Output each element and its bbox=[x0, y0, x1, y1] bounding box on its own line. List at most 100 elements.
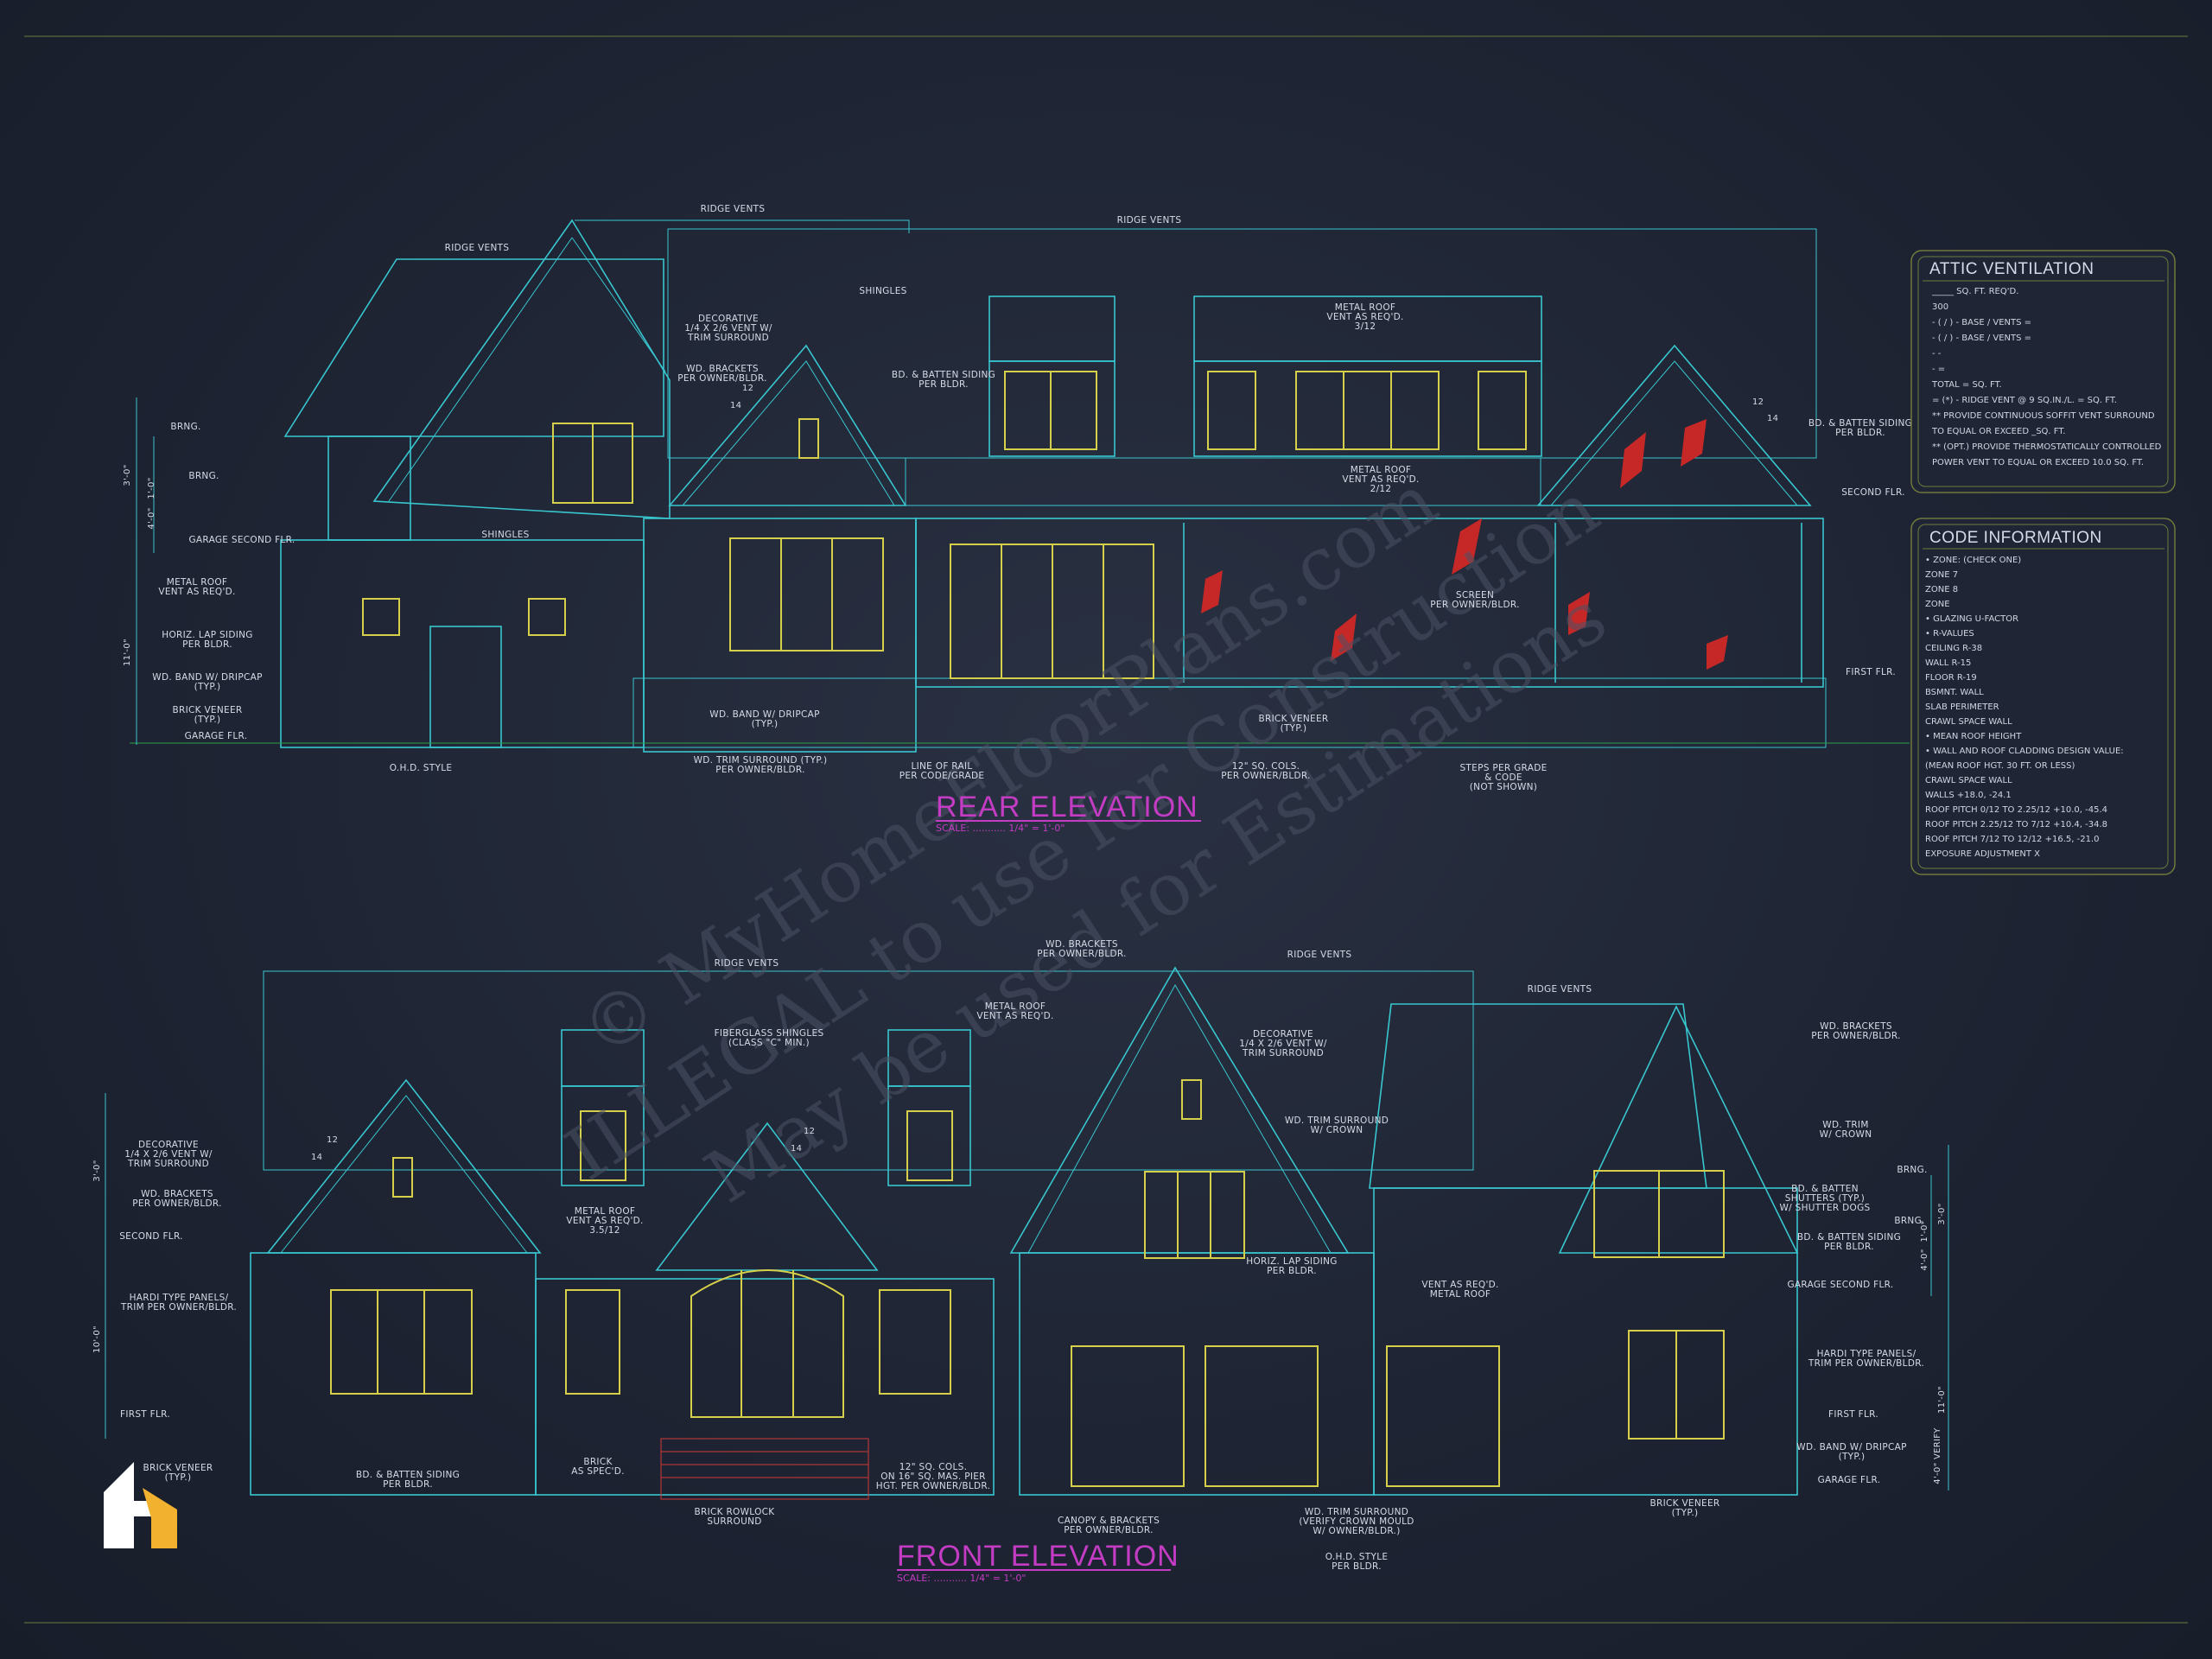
attic-line-1: 300 bbox=[1932, 302, 1948, 312]
code-line-6: CEILING R-38 bbox=[1925, 644, 1982, 653]
front-callout-12: WD. BRACKETS bbox=[141, 1189, 213, 1199]
attic-line-11: POWER VENT TO EQUAL OR EXCEED 10.0 SQ. F… bbox=[1932, 458, 2144, 467]
front-callout-6: VENT AS REQ'D. bbox=[976, 1011, 1053, 1021]
front-callout-32: HORIZ. LAP SIDING bbox=[1246, 1256, 1337, 1267]
attic-ventilation-panel: ATTIC VENTILATION _____ SQ. FT. REQ'D.30… bbox=[1910, 250, 2176, 493]
front-callout-20: W/ CROWN bbox=[1311, 1125, 1363, 1135]
front-callout-52: WD. BAND W/ DRIPCAP bbox=[1796, 1442, 1906, 1452]
rear-callout-28: WD. BAND W/ DRIPCAP bbox=[152, 672, 262, 683]
front-callout-9: DECORATIVE bbox=[138, 1140, 199, 1150]
dimensions-front_right-0: 3'-0" bbox=[1937, 1203, 1947, 1224]
code-line-16: WALLS +18.0, -24.1 bbox=[1925, 791, 2012, 800]
dimension-labels: 3'-0"1'-0"4'-0"11'-0"3'-0"10'-0"3'-0"1'-… bbox=[92, 384, 1947, 1484]
rear-callout-33: SCREEN bbox=[1456, 590, 1494, 601]
code-line-12: • MEAN ROOF HEIGHT bbox=[1925, 732, 2022, 741]
front-callout-53: (TYP.) bbox=[1839, 1452, 1866, 1462]
rear-callout-4: DECORATIVE bbox=[698, 314, 759, 324]
rear-callout-48: & CODE bbox=[1484, 772, 1522, 783]
front-elevation-drawing bbox=[105, 966, 1949, 1500]
attic-line-5: - = bbox=[1932, 365, 1945, 374]
front-callout-10: 1/4 x 2/6 VENT W/ bbox=[124, 1149, 213, 1160]
front-callout-4: RIDGE VENTS bbox=[1528, 984, 1592, 995]
front-elevation-title: FRONT ELEVATION SCALE: ........... 1/4" … bbox=[897, 1540, 1179, 1584]
rear-callout-1: RIDGE VENTS bbox=[445, 243, 510, 253]
pitch-label-5: 14 bbox=[311, 1153, 322, 1162]
front-callout-63: PER BLDR. bbox=[1332, 1561, 1382, 1572]
code-line-8: FLOOR R-19 bbox=[1925, 673, 1977, 683]
front-callout-43: BRICK VENEER bbox=[143, 1463, 213, 1473]
attic-line-2: - ( / ) - BASE / VENTS = bbox=[1932, 318, 2031, 327]
front-callout-45: BD. & BATTEN SIDING bbox=[356, 1470, 460, 1480]
rear-callout-30: BRICK VENEER bbox=[173, 705, 243, 715]
rear-callout-5: 1/4 x 2/6 VENT W/ bbox=[684, 323, 772, 334]
pitch-label-3: 14 bbox=[1767, 414, 1778, 423]
front-callout-59: WD. TRIM SURROUND bbox=[1305, 1507, 1408, 1517]
front-callout-14: WD. TRIM bbox=[1822, 1120, 1868, 1130]
front-callout-44: (TYP.) bbox=[165, 1472, 192, 1483]
rear-callout-16: 2/12 bbox=[1370, 484, 1392, 494]
front-callout-60: (VERIFY CROWN MOULD bbox=[1299, 1516, 1414, 1527]
rear-callout-3: SHINGLES bbox=[859, 286, 906, 296]
front-callout-57: CANOPY & BRACKETS bbox=[1058, 1516, 1160, 1526]
rear-callout-6: TRIM SURROUND bbox=[687, 333, 769, 343]
rear-callout-24: VENT AS REQ'D. bbox=[158, 587, 235, 597]
front-callout-49: 12" SQ. COLS. bbox=[899, 1462, 967, 1472]
rear-callout-2: RIDGE VENTS bbox=[1117, 215, 1182, 226]
rear-callout-27: PER BLDR. bbox=[182, 639, 232, 650]
code-line-15: CRAWL SPACE WALL bbox=[1925, 776, 2012, 785]
front-callout-58: PER OWNER/BLDR. bbox=[1064, 1525, 1153, 1535]
rear-callout-0: RIDGE VENTS bbox=[701, 204, 766, 214]
rear-callout-22: GARAGE SECOND FLR. bbox=[188, 535, 295, 545]
front-callout-33: PER BLDR. bbox=[1267, 1266, 1317, 1276]
front-callout-7: FIBERGLASS SHINGLES bbox=[715, 1028, 824, 1039]
rear-callout-45: 12" SQ. COLS. bbox=[1232, 761, 1300, 772]
front-callout-2: PER OWNER/BLDR. bbox=[1037, 949, 1126, 959]
front-callout-35: METAL ROOF bbox=[1430, 1289, 1491, 1300]
front-elevation-callouts: RIDGE VENTS WD. BRACKETS PER OWNER/BLDR. RI… bbox=[119, 939, 1927, 1572]
dimensions-front_left-1: 10'-0" bbox=[92, 1325, 102, 1353]
attic-line-0: _____ SQ. FT. REQ'D. bbox=[1931, 287, 2018, 296]
front-callout-0: RIDGE VENTS bbox=[715, 958, 779, 969]
front-callout-56: SURROUND bbox=[707, 1516, 761, 1527]
rear-callout-40: O.H.D. STYLE bbox=[390, 763, 453, 773]
code-line-17: ROOF PITCH 0/12 TO 2.25/12 +10.0, -45.4 bbox=[1925, 805, 2107, 815]
attic-line-4: - - bbox=[1932, 349, 1942, 359]
front-callout-66: BRNG. bbox=[1897, 1165, 1927, 1175]
front-elevation-scale: SCALE: ........... 1/4" = 1'-0" bbox=[897, 1573, 1026, 1584]
front-callout-67: BRNG. bbox=[1894, 1216, 1924, 1226]
front-callout-37: HARDI TYPE PANELS/ bbox=[130, 1293, 229, 1303]
rear-callout-44: PER CODE/GRADE bbox=[899, 771, 985, 781]
rear-callout-38: BRICK VENEER bbox=[1259, 714, 1329, 724]
rear-callout-43: LINE OF RAIL bbox=[911, 761, 972, 772]
front-callout-41: FIRST FLR. bbox=[120, 1409, 170, 1420]
pitch-label-6: 12 bbox=[804, 1127, 815, 1136]
code-line-3: ZONE bbox=[1925, 600, 1950, 609]
code-line-1: ZONE 7 bbox=[1925, 570, 1958, 580]
code-line-4: • GLAZING U-FACTOR bbox=[1925, 614, 2018, 624]
pitch-label-2: 12 bbox=[1752, 397, 1764, 407]
rear-callout-34: PER OWNER/BLDR. bbox=[1430, 600, 1519, 610]
rear-callout-26: HORIZ. LAP SIDING bbox=[162, 630, 252, 640]
front-callout-62: O.H.D. STYLE bbox=[1325, 1552, 1389, 1562]
front-callout-65: (TYP.) bbox=[1672, 1508, 1699, 1518]
rear-callout-46: PER OWNER/BLDR. bbox=[1221, 771, 1310, 781]
dimensions-rear_left-2: 4'-0" bbox=[147, 507, 156, 529]
rear-callout-37: (TYP.) bbox=[752, 719, 779, 729]
front-callout-31: PER BLDR. bbox=[1824, 1242, 1874, 1252]
rear-elevation-drawing bbox=[130, 219, 1910, 753]
rear-callout-23: METAL ROOF bbox=[167, 577, 228, 588]
front-elevation-title-text: FRONT ELEVATION bbox=[897, 1540, 1179, 1573]
code-information-title: CODE INFORMATION bbox=[1929, 529, 2102, 547]
front-callout-26: SECOND FLR. bbox=[119, 1231, 183, 1242]
rear-elevation-callouts: RIDGE VENTS RIDGE VENTS RIDGE VENTS SHINGLE… bbox=[152, 204, 1912, 792]
rear-callout-31: (TYP.) bbox=[194, 715, 221, 725]
code-information-panel: CODE INFORMATION • ZONE: (CHECK ONE) ZON… bbox=[1910, 518, 2176, 875]
code-line-7: WALL R-15 bbox=[1925, 658, 1971, 668]
front-callout-40: TRIM PER OWNER/BLDR. bbox=[1808, 1358, 1924, 1369]
rear-elevation-title: REAR ELEVATION SCALE: ........... 1/4" =… bbox=[936, 791, 1201, 834]
rear-callout-17: BD. & BATTEN SIDING bbox=[1808, 418, 1912, 429]
rear-callout-9: BD. & BATTEN SIDING bbox=[892, 370, 995, 380]
rear-elevation-scale: SCALE: ........... 1/4" = 1'-0" bbox=[936, 823, 1065, 834]
front-callout-46: PER BLDR. bbox=[383, 1479, 433, 1490]
rear-callout-21: BRNG. bbox=[188, 471, 219, 481]
